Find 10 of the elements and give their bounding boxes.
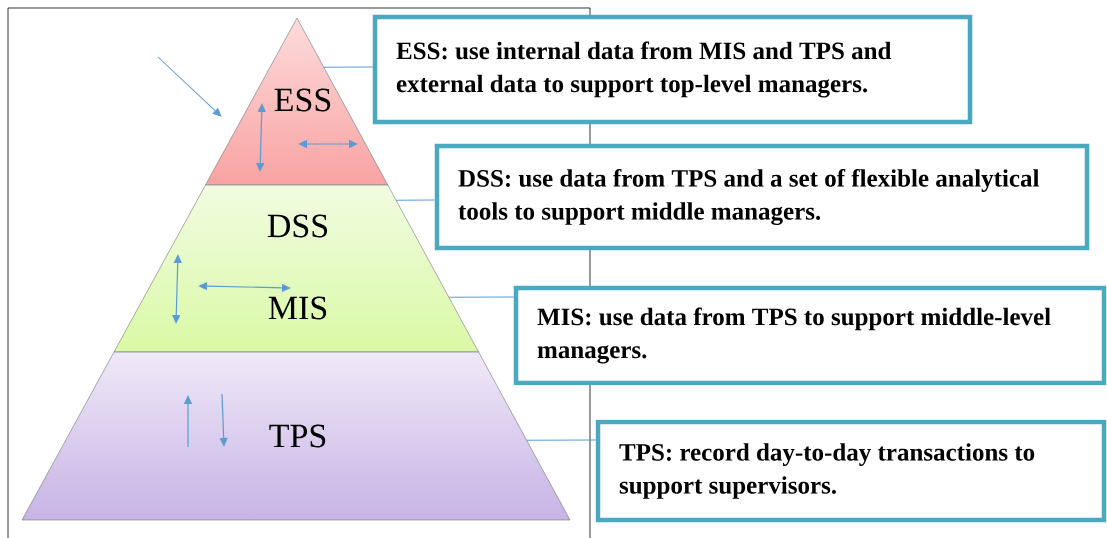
leader-line (395, 199, 436, 201)
callout-box: MIS: use data from TPS to support middle-level managers. (513, 285, 1107, 386)
leader-line (526, 439, 597, 441)
leader-line (323, 66, 374, 68)
leader-line (448, 296, 515, 298)
callout-box: TPS: record day-to-day transactions to support supervisors. (595, 419, 1107, 523)
callout-box: DSS: use data from TPS and a set of flexible analytical tools to support middle managers. (434, 143, 1090, 251)
arrow (157, 56, 222, 117)
pyramid-layer: ESS (205, 17, 389, 186)
callout-box: ESS: use internal data from MIS and TPS and external data to support top-level managers. (372, 14, 973, 125)
